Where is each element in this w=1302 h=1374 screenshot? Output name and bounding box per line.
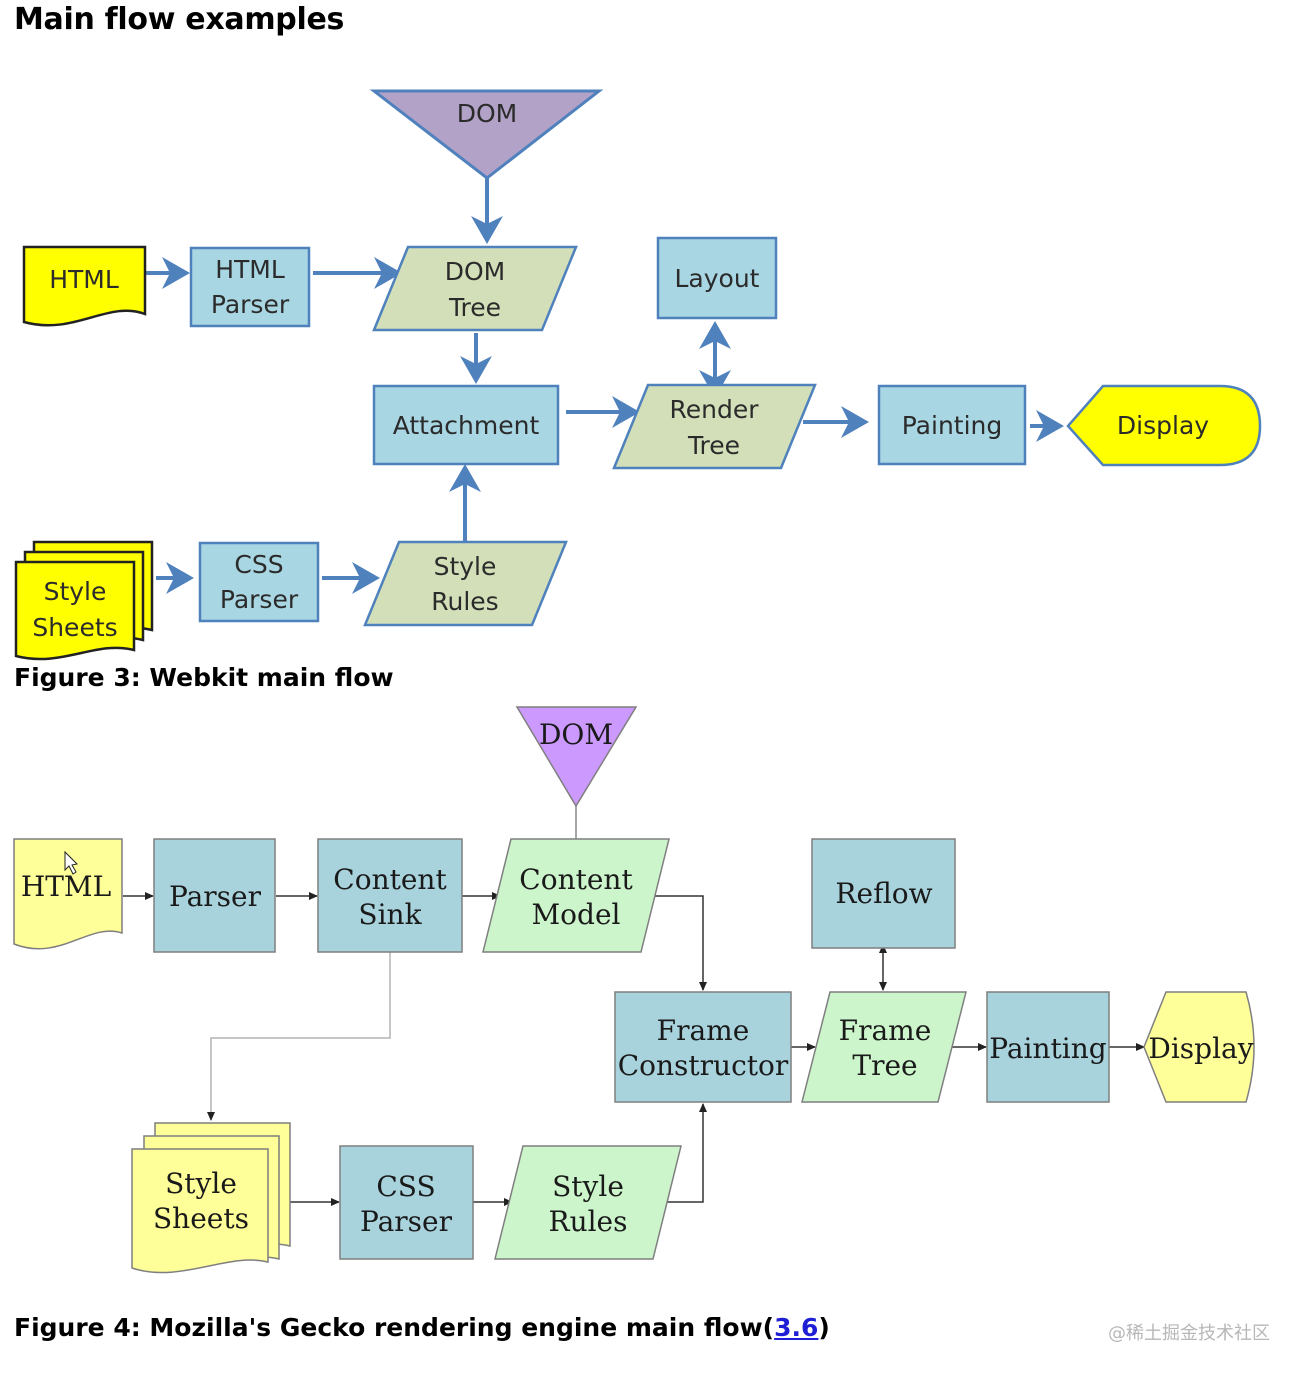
gecko-css-parser-line1: CSS bbox=[376, 1170, 435, 1203]
webkit-attachment-node: Attachment bbox=[372, 384, 560, 466]
figure3-caption: Figure 3: Webkit main flow bbox=[14, 663, 394, 692]
gecko-painting-label: Painting bbox=[989, 1032, 1107, 1065]
page-title: Main flow examples bbox=[14, 2, 345, 37]
webkit-style-rules-line1: Style bbox=[434, 552, 497, 581]
arrow-stylerules-to-frame-constructor bbox=[662, 1103, 707, 1203]
webkit-dom-tree-line2: Tree bbox=[448, 293, 501, 322]
webkit-dom-tree-line1: DOM bbox=[445, 257, 506, 286]
webkit-css-parser-line2: Parser bbox=[220, 585, 299, 614]
webkit-html-parser-node: HTML Parser bbox=[189, 246, 311, 328]
figure4-caption-text: Figure 4: Mozilla's Gecko rendering engi… bbox=[14, 1313, 775, 1342]
webkit-css-parser-line1: CSS bbox=[234, 550, 283, 579]
gecko-frame-constructor-line1: Frame bbox=[657, 1014, 750, 1047]
gecko-frame-constructor-line2: Constructor bbox=[618, 1049, 789, 1082]
webkit-html-label: HTML bbox=[49, 265, 119, 294]
webkit-style-rules-line2: Rules bbox=[431, 587, 498, 616]
gecko-css-parser-node: CSS Parser bbox=[339, 1145, 474, 1260]
gecko-style-sheets-node: Style Sheets bbox=[131, 1122, 291, 1274]
gecko-style-rules-line1: Style bbox=[552, 1170, 624, 1203]
gecko-content-model-line1: Content bbox=[519, 863, 633, 896]
watermark: @稀土掘金技术社区 bbox=[1108, 1323, 1270, 1344]
webkit-dom-node: DOM bbox=[369, 89, 604, 180]
webkit-html-document: HTML bbox=[22, 245, 147, 327]
webkit-style-rules-node: Style Rules bbox=[363, 540, 568, 627]
gecko-arrows bbox=[123, 806, 1145, 1206]
gecko-dom-label: DOM bbox=[539, 718, 613, 751]
reference-link[interactable]: 3.6 bbox=[774, 1313, 819, 1342]
gecko-frame-tree-line2: Tree bbox=[852, 1049, 917, 1082]
gecko-flow-diagram: DOM HTML Parser Content Sink Content Mod… bbox=[13, 706, 1255, 1274]
gecko-parser-label: Parser bbox=[169, 880, 262, 913]
gecko-reflow-label: Reflow bbox=[835, 877, 932, 910]
webkit-layout-node: Layout bbox=[656, 236, 778, 320]
gecko-content-sink-node: Content Sink bbox=[317, 838, 463, 953]
gecko-html-document: HTML bbox=[13, 838, 123, 950]
gecko-display-node: Display bbox=[1143, 991, 1255, 1103]
webkit-display-node: Display bbox=[1066, 384, 1262, 467]
webkit-painting-label: Painting bbox=[902, 411, 1003, 440]
webkit-render-tree-node: Render Tree bbox=[612, 383, 817, 470]
gecko-style-sheets-line1: Style bbox=[165, 1167, 237, 1200]
gecko-content-model-line2: Model bbox=[532, 898, 621, 931]
gecko-html-label: HTML bbox=[21, 870, 111, 903]
gecko-painting-node: Painting bbox=[986, 991, 1110, 1103]
gecko-css-parser-line2: Parser bbox=[360, 1205, 453, 1238]
webkit-css-parser-node: CSS Parser bbox=[198, 541, 320, 623]
webkit-dom-label: DOM bbox=[457, 99, 518, 128]
webkit-render-tree-line2: Tree bbox=[687, 431, 740, 460]
gecko-content-sink-line1: Content bbox=[333, 863, 447, 896]
gecko-frame-tree-node: Frame Tree bbox=[801, 991, 967, 1103]
webkit-arrows bbox=[146, 178, 1064, 594]
connector-sink-to-style-sheets bbox=[207, 952, 391, 1121]
webkit-html-parser-line1: HTML bbox=[215, 255, 285, 284]
webkit-dom-tree-node: DOM Tree bbox=[372, 245, 578, 332]
gecko-dom-node: DOM bbox=[515, 706, 638, 808]
gecko-style-rules-line2: Rules bbox=[548, 1205, 627, 1238]
gecko-content-sink-line2: Sink bbox=[358, 898, 422, 931]
webkit-html-parser-line2: Parser bbox=[211, 290, 290, 319]
gecko-frame-constructor-node: Frame Constructor bbox=[614, 991, 792, 1103]
gecko-style-sheets-line2: Sheets bbox=[153, 1202, 249, 1235]
webkit-style-sheets-line2: Sheets bbox=[32, 613, 117, 642]
gecko-display-label: Display bbox=[1148, 1032, 1253, 1065]
mouse-cursor-icon bbox=[64, 850, 79, 875]
webkit-style-sheets-node: Style Sheets bbox=[14, 540, 154, 661]
gecko-parser-node: Parser bbox=[153, 838, 276, 953]
gecko-frame-tree-line1: Frame bbox=[839, 1014, 932, 1047]
webkit-style-sheets-line1: Style bbox=[44, 577, 107, 606]
gecko-style-rules-node: Style Rules bbox=[494, 1145, 682, 1260]
gecko-content-model-node: Content Model bbox=[482, 838, 670, 953]
webkit-attachment-label: Attachment bbox=[393, 411, 540, 440]
webkit-display-label: Display bbox=[1117, 411, 1209, 440]
webkit-render-tree-line1: Render bbox=[669, 395, 759, 424]
figure4-caption: Figure 4: Mozilla's Gecko rendering engi… bbox=[14, 1313, 830, 1342]
webkit-layout-label: Layout bbox=[675, 264, 760, 293]
webkit-flow-diagram: DOM HTML HTML Parser DOM Tree Layout Att… bbox=[14, 89, 1262, 661]
gecko-reflow-node: Reflow bbox=[811, 838, 956, 949]
webkit-painting-node: Painting bbox=[877, 384, 1027, 466]
figure4-caption-close: ) bbox=[818, 1313, 830, 1342]
arrow-model-to-frame-constructor bbox=[650, 895, 707, 991]
